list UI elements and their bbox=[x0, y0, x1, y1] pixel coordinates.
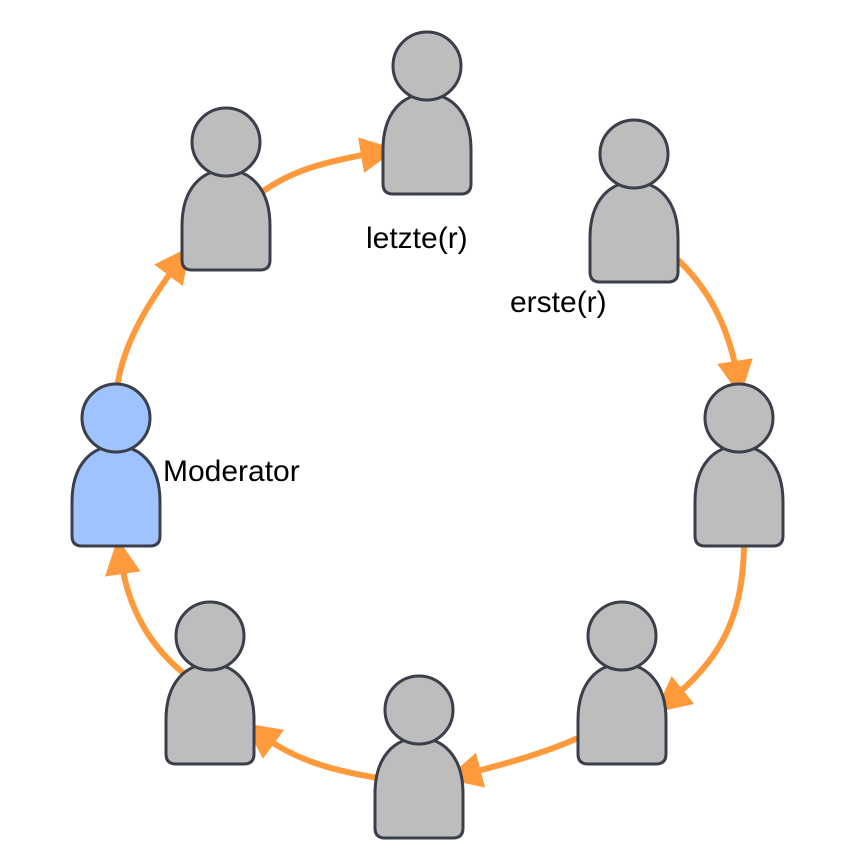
person-head-icon bbox=[703, 382, 775, 454]
person-body-icon bbox=[164, 662, 256, 766]
arrow-bottom-to-lower-left bbox=[244, 723, 381, 781]
person-body-icon bbox=[588, 180, 680, 284]
arrow-moderator-to-upper-left bbox=[115, 246, 191, 385]
person-upper-left bbox=[180, 106, 272, 272]
person-bottom bbox=[373, 674, 465, 840]
label-moderator: Moderator bbox=[163, 455, 300, 488]
arrow-lower-left-to-moderator bbox=[104, 538, 185, 675]
person-head-icon bbox=[190, 106, 262, 178]
person-head-icon bbox=[383, 674, 455, 746]
person-body-icon bbox=[576, 662, 668, 766]
arrow-right-to-lower-right bbox=[654, 545, 747, 713]
person-head-icon bbox=[586, 600, 658, 672]
person-moderator bbox=[70, 382, 162, 548]
person-lower-right bbox=[576, 600, 668, 766]
person-right bbox=[693, 382, 785, 548]
person-body-icon bbox=[180, 168, 272, 272]
person-first bbox=[588, 118, 680, 284]
person-body-icon bbox=[373, 736, 465, 840]
label-last: letzte(r) bbox=[366, 222, 468, 255]
person-head-icon bbox=[174, 600, 246, 672]
person-body-icon bbox=[70, 444, 162, 548]
person-body-icon bbox=[381, 92, 473, 196]
person-head-icon bbox=[391, 30, 463, 102]
label-first: erste(r) bbox=[510, 286, 607, 319]
arrow-lower-right-to-bottom bbox=[445, 735, 581, 788]
arrow-upper-left-to-last bbox=[259, 137, 397, 195]
person-head-icon bbox=[80, 382, 152, 454]
person-lower-left bbox=[164, 600, 256, 766]
arrow-first-to-right bbox=[675, 257, 753, 397]
person-body-icon bbox=[693, 444, 785, 548]
person-head-icon bbox=[598, 118, 670, 190]
person-last bbox=[381, 30, 473, 196]
arrows bbox=[104, 137, 753, 788]
